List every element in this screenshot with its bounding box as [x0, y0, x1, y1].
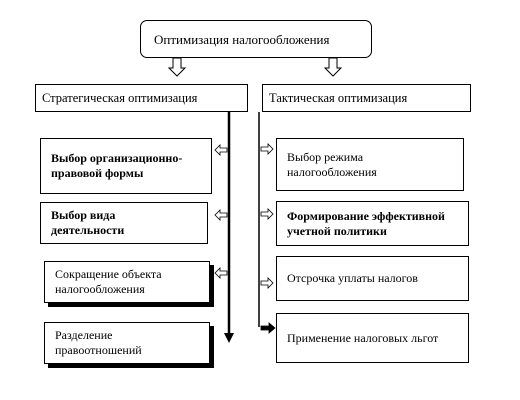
right-item-3-line-1: Отсрочка уплаты налогов	[287, 271, 418, 285]
right-item-4-line-1: Применение налоговых льгот	[287, 330, 439, 345]
right-item-4: Применение налоговых льгот	[276, 313, 469, 363]
tactical-optimization-label: Тактическая оптимизация	[269, 90, 408, 105]
arrow-to-right-item-1	[260, 143, 274, 155]
left-trunk-arrowhead	[224, 333, 234, 343]
left-item-4-line-2: правоотношений	[55, 343, 142, 357]
arrow-to-right-item-3	[260, 277, 274, 289]
arrow-to-right-item-2	[260, 208, 274, 220]
strategic-optimization-label: Стратегическая оптимизация	[42, 90, 198, 105]
arrow-to-right-item-4	[260, 322, 276, 334]
root-node: Оптимизация налогообложения	[140, 20, 372, 58]
root-to-left-arrow	[167, 57, 187, 77]
right-item-1-line-1: Выбор режима	[287, 149, 364, 164]
left-item-3-line-2: налогообложения	[55, 282, 145, 296]
arrow-to-left-item-3	[214, 267, 228, 279]
right-item-2-line-1: Формирование эффективной	[287, 208, 445, 223]
strategic-optimization-node: Стратегическая оптимизация	[35, 84, 248, 112]
arrow-to-left-item-1	[214, 144, 228, 156]
left-item-4-line-1: Разделение	[55, 328, 113, 342]
left-item-1: Выбор организационно-правовой формы	[40, 138, 212, 194]
left-item-3-line-1: Сокращение объекта	[55, 267, 162, 281]
right-item-3: Отсрочка уплаты налогов	[276, 256, 469, 301]
right-item-2-line-2: учетной политики	[287, 223, 387, 238]
root-to-right-arrow	[323, 57, 343, 77]
left-item-2-line-1: Выбор вида	[51, 208, 116, 222]
left-item-1-line-1: Выбор организационно-	[51, 151, 183, 165]
left-item-1-line-2: правовой формы	[51, 166, 144, 180]
root-node-label: Оптимизация налогообложения	[154, 31, 330, 47]
tactical-optimization-node: Тактическая оптимизация	[262, 84, 471, 112]
arrow-to-left-item-2	[214, 209, 228, 221]
right-item-1-line-2: налогообложения	[287, 164, 377, 179]
left-item-2-line-2: деятельности	[51, 223, 125, 237]
